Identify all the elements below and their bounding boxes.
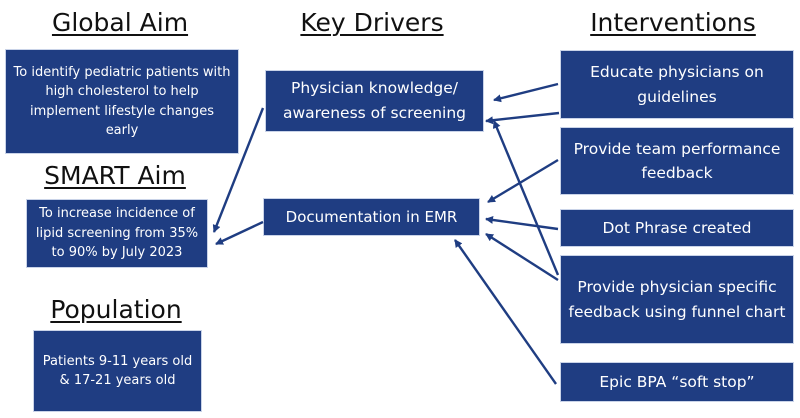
- arrow-funnel-to-documentation: [485, 232, 559, 282]
- intervention-funnel-chart-feedback: Provide physician specific feedback usin…: [560, 255, 794, 344]
- interventions-heading: Interventions: [590, 8, 756, 37]
- driver-label: Documentation in EMR: [285, 208, 458, 226]
- driver-label: Physician knowledge/ awareness of screen…: [282, 79, 467, 122]
- arrow-funnel-to-knowledge: [492, 120, 560, 276]
- smart-aim-text: To increase incidence of lipid screening…: [35, 206, 199, 261]
- key-drivers-heading: Key Drivers: [300, 8, 444, 37]
- arrow-educate-to-knowledge: [493, 82, 559, 103]
- intervention-label: Provide physician specific feedback usin…: [568, 278, 786, 321]
- global-aim-box: To identify pediatric patients with high…: [5, 49, 239, 154]
- arrow-team-feedback-to-documentation: [487, 158, 559, 204]
- global-aim-heading: Global Aim: [51, 8, 189, 37]
- population-box: Patients 9-11 years old & 17-21 years ol…: [33, 330, 202, 412]
- intervention-label: Dot Phrase created: [602, 218, 752, 237]
- arrow-epic-bpa-to-documentation: [454, 239, 557, 385]
- driver-documentation-emr: Documentation in EMR: [263, 198, 480, 236]
- arrow-team-feedback-to-knowledge: [485, 111, 560, 125]
- smart-aim-box: To increase incidence of lipid screening…: [26, 199, 208, 268]
- intervention-label: Epic BPA “soft stop”: [599, 372, 755, 391]
- global-aim-text: To identify pediatric patients with high…: [13, 64, 231, 139]
- intervention-epic-bpa: Epic BPA “soft stop”: [560, 362, 794, 402]
- driver-physician-knowledge: Physician knowledge/ awareness of screen…: [265, 70, 484, 132]
- intervention-team-feedback: Provide team performance feedback: [560, 127, 794, 195]
- smart-aim-heading: SMART Aim: [44, 161, 186, 190]
- arrow-dot-phrase-to-documentation: [485, 216, 559, 231]
- intervention-educate-physicians: Educate physicians on guidelines: [560, 50, 794, 119]
- arrow-documentation-to-smart-aim: [215, 220, 264, 246]
- intervention-label: Educate physicians on guidelines: [590, 63, 764, 106]
- intervention-label: Provide team performance feedback: [573, 139, 781, 182]
- intervention-dot-phrase: Dot Phrase created: [560, 209, 794, 247]
- population-heading: Population: [50, 295, 182, 324]
- population-text: Patients 9-11 years old & 17-21 years ol…: [42, 353, 193, 389]
